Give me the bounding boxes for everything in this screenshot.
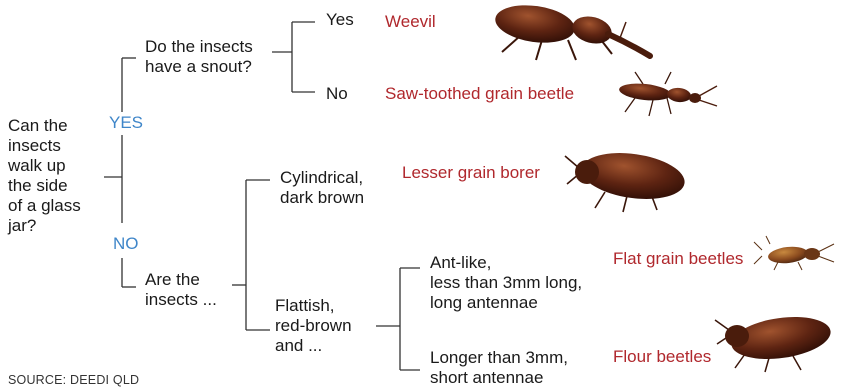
saw-toothed-beetle-icon bbox=[618, 72, 717, 116]
lesser-grain-borer-icon bbox=[565, 147, 688, 212]
weevil-icon bbox=[493, 1, 650, 60]
flat-grain-beetle-icon bbox=[754, 236, 834, 270]
flour-beetle-icon bbox=[715, 311, 833, 372]
